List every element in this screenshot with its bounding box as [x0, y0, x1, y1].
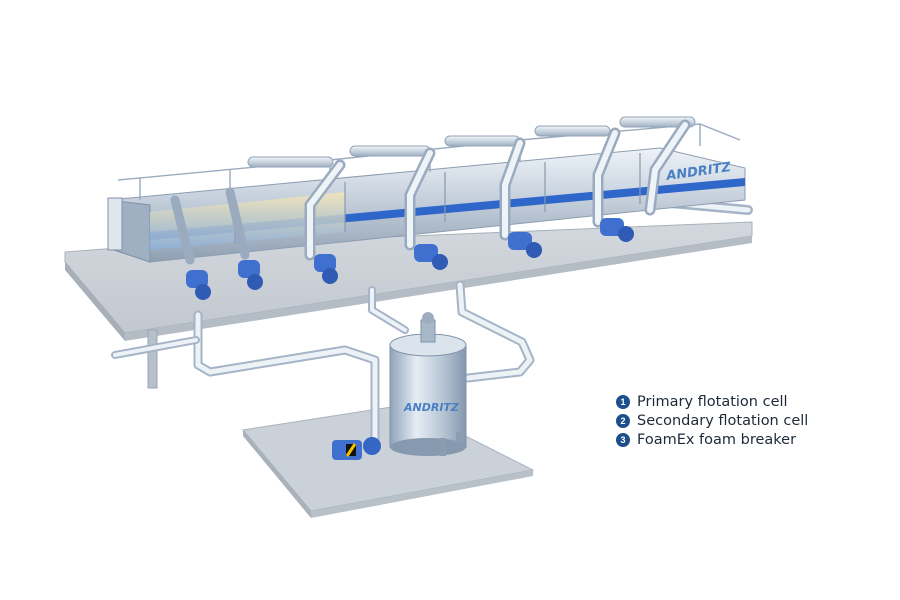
flotation-cell-line: ANDRITZ [107, 116, 746, 265]
legend-item: 3 FoamEx foam breaker [616, 430, 856, 449]
lower-platform [242, 404, 535, 518]
legend-label: FoamEx foam breaker [637, 431, 797, 448]
downcomer-pipes [170, 119, 691, 265]
legend-label: Secondary flotation cell [637, 412, 809, 429]
legend-number-badge: 1 [616, 394, 630, 409]
legend-item: 2 Secondary flotation cell [616, 411, 856, 430]
top-headers [247, 116, 696, 168]
foamex-vessel: ANDRITZ [389, 312, 467, 456]
legend-label: Primary flotation cell [637, 393, 788, 410]
legend-number-badge: 3 [616, 432, 630, 447]
legend: 1 Primary flotation cell 2 Secondary flo… [616, 392, 856, 449]
process-piping [111, 197, 753, 445]
pump-3 [314, 254, 338, 284]
support-column [147, 329, 158, 389]
pump-5 [508, 232, 542, 258]
upper-pumps [186, 218, 634, 300]
lower-pump [332, 437, 381, 460]
vessel-brand-logo: ANDRITZ [403, 401, 460, 414]
pump-1 [186, 270, 211, 300]
legend-number-badge: 2 [616, 413, 630, 428]
pump-4 [414, 244, 448, 270]
pump-2 [238, 260, 263, 290]
pump-6 [600, 218, 634, 242]
legend-item: 1 Primary flotation cell [616, 392, 856, 411]
